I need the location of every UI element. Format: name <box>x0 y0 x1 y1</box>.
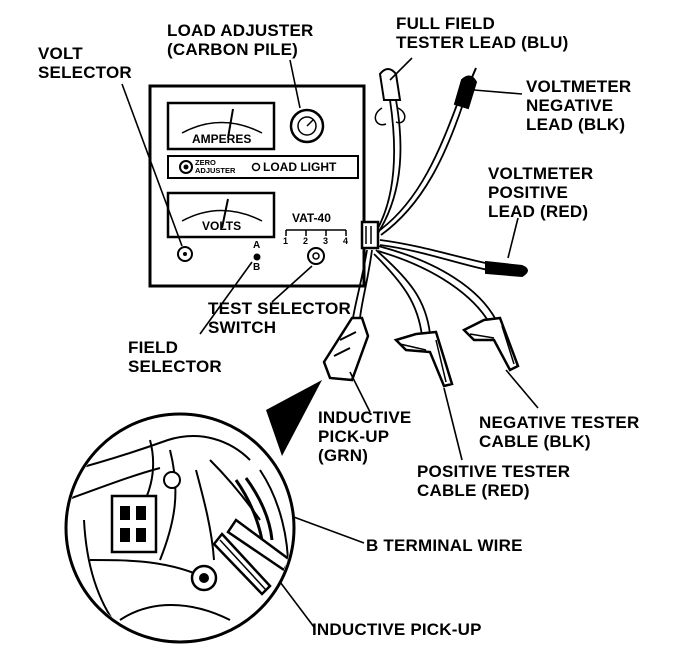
voltmeter-negative-clip <box>453 67 478 110</box>
b-terminal-wire-label: B TERMINAL WIRE <box>366 536 523 555</box>
field-position-a: A <box>253 240 261 251</box>
load-adjuster-label: LOAD ADJUSTER (CARBON PILE) <box>167 21 314 59</box>
voltmeter-window <box>166 191 276 239</box>
model-label: VAT-40 <box>292 211 331 225</box>
field-selector-label: FIELD SELECTOR <box>128 338 222 376</box>
positive-tester-clip <box>393 330 454 388</box>
full-field-lead-clip <box>374 68 406 126</box>
volts-scale-label: VOLTS <box>202 219 242 233</box>
test-selector-label: TEST SELECTOR SWITCH <box>208 299 352 337</box>
negative-tester-clip <box>461 316 520 372</box>
field-selector-switch <box>253 253 261 261</box>
load-light <box>251 162 261 172</box>
voltmeter-negative-label: VOLTMETER NEGATIVE LEAD (BLK) <box>526 77 632 134</box>
ammeter-window <box>166 101 276 151</box>
inductive-pickup-grn-label: INDUCTIVE PICK-UP (GRN) <box>318 408 412 465</box>
zero-adjuster-label: ZERO ADJUSTER <box>195 158 236 175</box>
volt-selector-label: VOLT SELECTOR <box>38 44 132 82</box>
test-position-2: 2 <box>303 236 309 246</box>
positive-tester-cable-label: POSITIVE TESTER CABLE (RED) <box>417 462 571 500</box>
inductive-pickup-clamp <box>322 316 370 382</box>
test-position-1: 1 <box>283 236 289 246</box>
test-position-4: 4 <box>343 236 349 246</box>
amperes-scale-label: AMPERES <box>192 132 252 146</box>
full-field-lead-label: FULL FIELD TESTER LEAD (BLU) <box>396 14 569 52</box>
voltmeter-positive-clip <box>485 260 528 278</box>
detail-view <box>64 412 296 644</box>
negative-tester-cable-label: NEGATIVE TESTER CABLE (BLK) <box>479 413 640 451</box>
field-position-b: B <box>253 262 261 273</box>
test-position-3: 3 <box>323 236 329 246</box>
zoom-wedge <box>266 380 322 456</box>
voltmeter-positive-label: VOLTMETER POSITIVE LEAD (RED) <box>488 164 594 221</box>
cable-grommet <box>360 220 380 250</box>
load-light-label: LOAD LIGHT <box>263 160 337 174</box>
inductive-pickup-label: INDUCTIVE PICK-UP <box>312 620 482 639</box>
